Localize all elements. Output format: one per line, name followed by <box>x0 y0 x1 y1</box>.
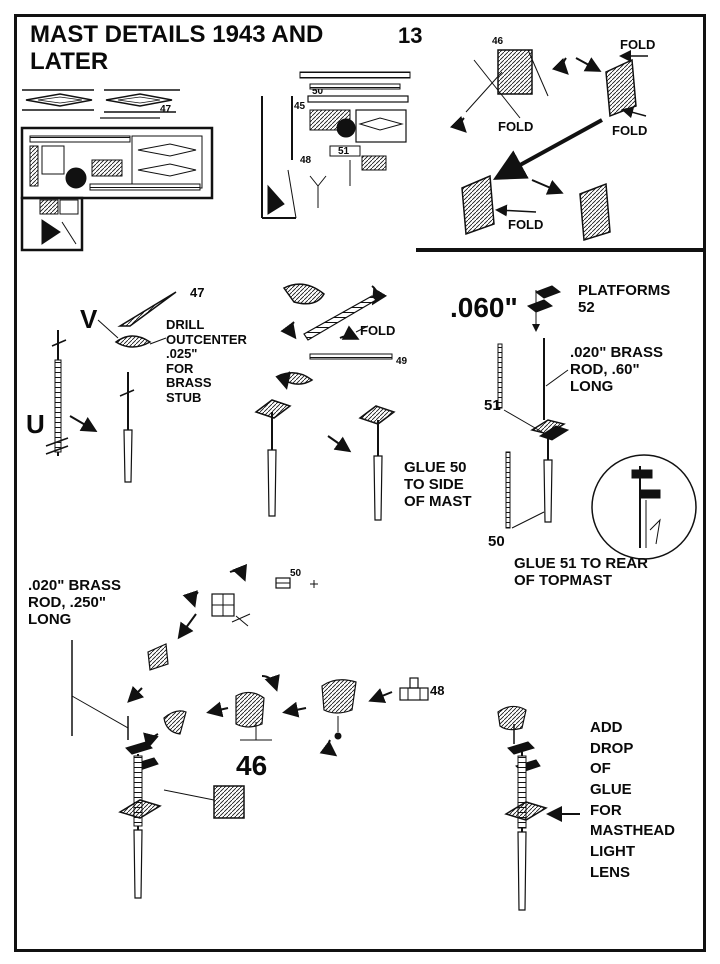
brass-rod-250-note: .020" BRASS ROD, .250" LONG <box>28 577 121 628</box>
part-number-49: 49 <box>396 356 408 367</box>
fold-label-3: FOLD <box>612 123 648 138</box>
label-u: U <box>26 409 45 439</box>
add-drop-note: ADD DROP OF GLUE FOR MASTHEAD LIGHT LENS <box>590 719 675 881</box>
fold-sequence-46 <box>449 49 648 241</box>
part-number-51-sheet: 51 <box>338 146 350 157</box>
part-number-45: 45 <box>294 101 306 112</box>
platforms-note: PLATFORMS 52 <box>578 282 671 316</box>
page-frame <box>14 14 706 952</box>
section-divider <box>416 248 706 252</box>
label-51: 51 <box>484 397 501 414</box>
page-number: 13 <box>398 23 423 48</box>
label-v: V <box>80 304 98 334</box>
part-number-47-sheet: 47 <box>160 104 172 115</box>
etch-fret-middle <box>261 71 411 219</box>
label-50: 50 <box>488 533 505 550</box>
mast-step-4 <box>71 563 429 899</box>
page-title: MAST DETAILS 1943 AND LATER <box>30 21 324 75</box>
brass-rod-60-note: .020" BRASS ROD, .60" LONG <box>570 344 663 395</box>
part-number-48: 48 <box>430 683 445 698</box>
mast-step-2 <box>254 283 396 521</box>
mast-step-3 <box>497 285 697 560</box>
fold-label-2: FOLD <box>498 119 534 134</box>
fold-label-4: FOLD <box>508 217 544 232</box>
part-number-47: 47 <box>190 285 205 300</box>
fold-label-1: FOLD <box>620 37 656 52</box>
part-number-50: 50 <box>290 568 302 579</box>
glue-50-note: GLUE 50 TO SIDE OF MAST <box>404 459 472 510</box>
part-number-46: 46 <box>236 750 268 781</box>
glue-51-note: GLUE 51 TO REAR OF TOPMAST <box>514 555 648 589</box>
mast-step-1 <box>45 291 177 483</box>
part-number-46-top: 46 <box>492 36 504 47</box>
part-number-48-sheet: 48 <box>300 155 312 166</box>
dimension-060: .060" <box>450 292 518 323</box>
part-number-50-sheet: 50 <box>312 86 324 97</box>
drill-note: DRILL OUTCENTER .025" FOR BRASS STUB <box>166 317 247 405</box>
mast-step-5 <box>497 705 580 911</box>
fold-label-5: FOLD <box>360 323 396 338</box>
etch-fret-left <box>20 89 214 252</box>
